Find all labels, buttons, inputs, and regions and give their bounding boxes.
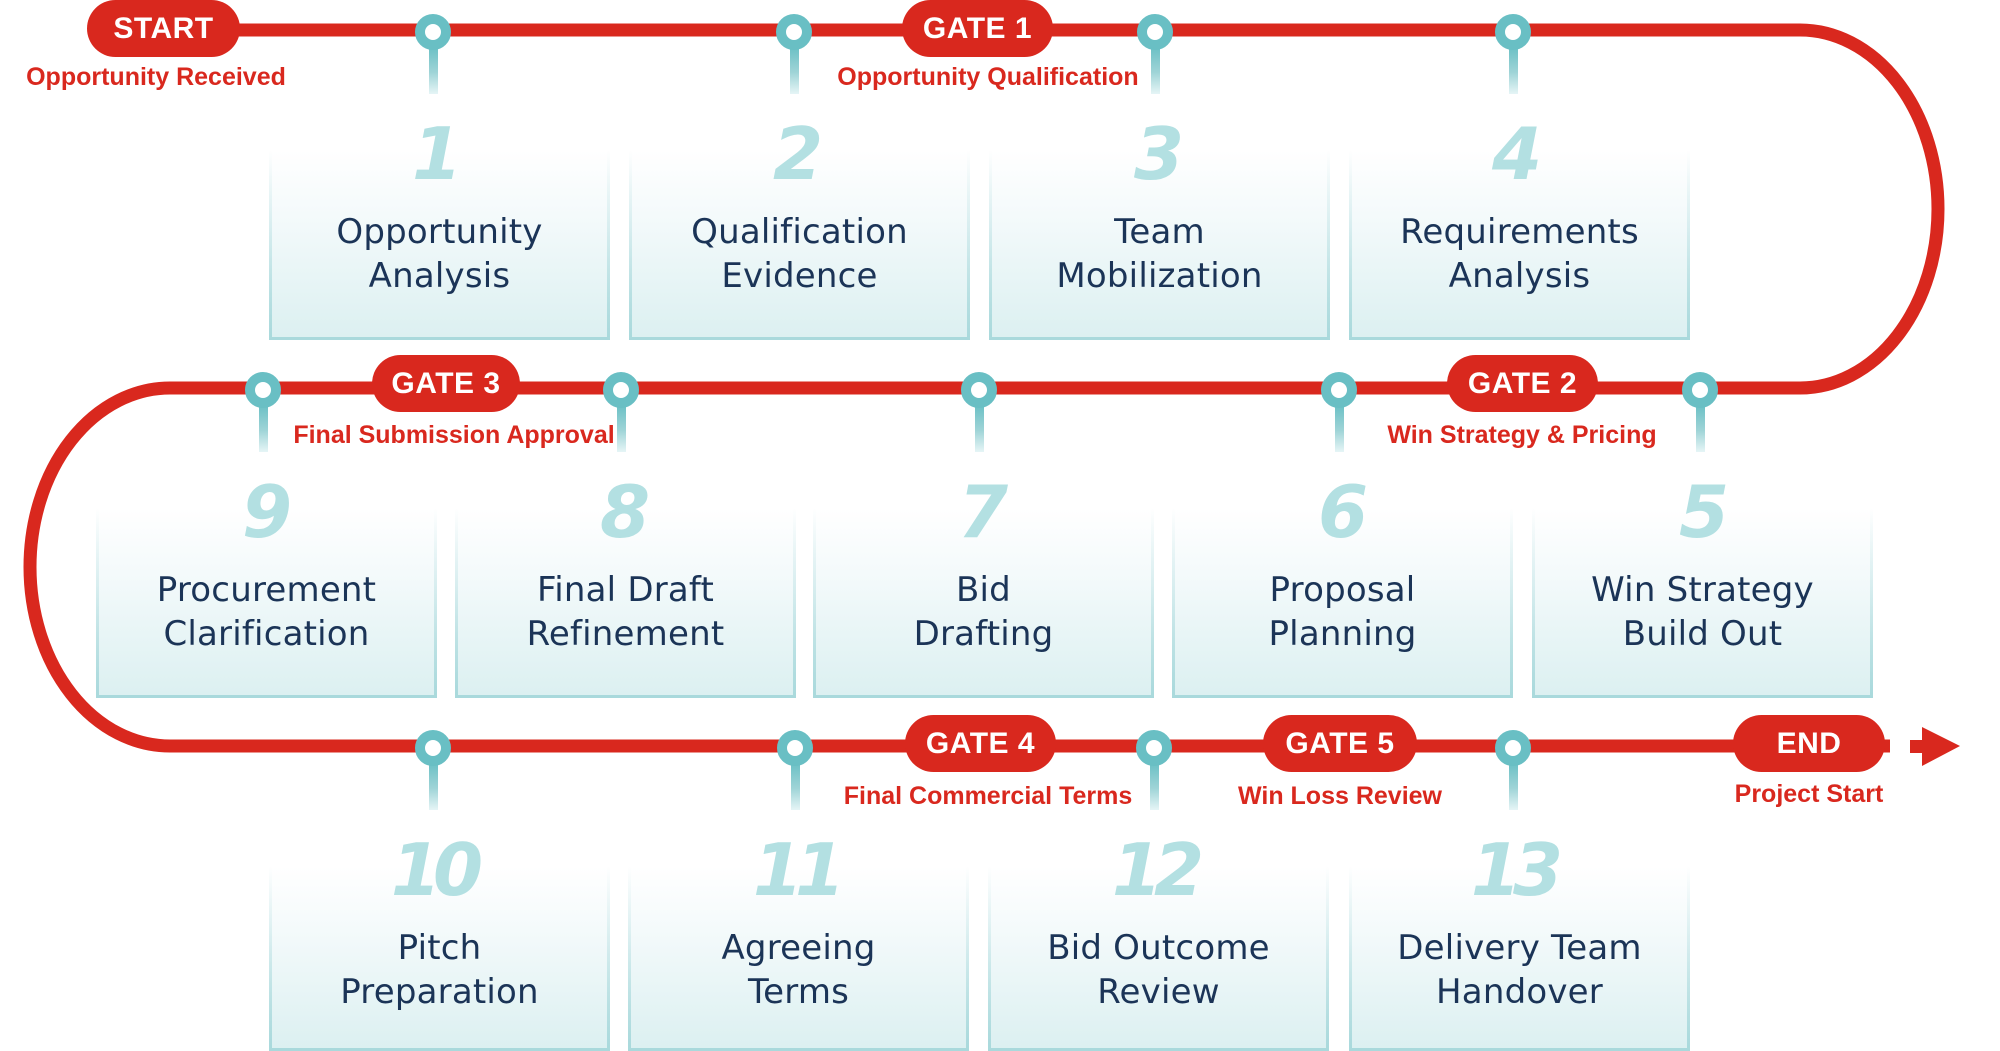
step-10-number: 10 xyxy=(390,828,483,912)
step-10-title-line1: Pitch xyxy=(397,928,482,968)
step-4-connector xyxy=(1508,46,1518,94)
step-8-number: 8 xyxy=(599,470,650,554)
step-6-number: 6 xyxy=(1317,470,1368,554)
end-arrow-icon xyxy=(1922,727,1960,766)
step-10-connector xyxy=(428,762,438,810)
step-1-title-line2: Analysis xyxy=(368,256,511,296)
step-8-title-line1: Final Draft xyxy=(536,570,715,610)
end-badge: END xyxy=(1733,715,1885,772)
step-9-connector xyxy=(258,404,268,452)
step-12-connector xyxy=(1149,762,1159,810)
step-9-node-icon xyxy=(245,372,281,408)
start-subtitle: Opportunity Received xyxy=(26,63,286,91)
step-11-title-line2: Terms xyxy=(747,972,850,1012)
step-11-title-line1: Agreeing xyxy=(721,928,876,968)
step-4-number: 4 xyxy=(1491,112,1542,196)
step-8-connector xyxy=(616,404,626,452)
step-8-node-icon xyxy=(603,372,639,408)
step-12-title-line2: Review xyxy=(1097,972,1220,1012)
step-2-node-icon xyxy=(776,14,812,50)
step-13-title-line2: Handover xyxy=(1436,972,1603,1012)
step-3-title-line1: Team xyxy=(1114,212,1205,252)
step-5-node-icon xyxy=(1682,372,1718,408)
step-7-connector xyxy=(974,404,984,452)
end-arrow-dash xyxy=(1910,740,1924,753)
step-12-number: 12 xyxy=(1111,828,1204,912)
step-7-title-line1: Bid xyxy=(956,570,1011,610)
gate-4-subtitle: Final Commercial Terms xyxy=(843,782,1133,810)
step-9-title-line1: Procurement xyxy=(156,570,377,610)
step-6-node-icon xyxy=(1321,372,1357,408)
step-3-number: 3 xyxy=(1133,112,1184,196)
gate-2-subtitle: Win Strategy & Pricing xyxy=(1387,421,1657,449)
step-6-title-line1: Proposal xyxy=(1269,570,1416,610)
step-10-node-icon xyxy=(415,730,451,766)
step-10-title-line2: Preparation xyxy=(340,972,539,1012)
gate-3-subtitle: Final Submission Approval xyxy=(293,421,615,449)
gate-3-badge: GATE 3 xyxy=(372,355,520,412)
step-3-title-line2: Mobilization xyxy=(1056,256,1263,296)
gate-4-badge: GATE 4 xyxy=(905,715,1056,772)
step-12-node-icon xyxy=(1136,730,1172,766)
step-7-title-line2: Drafting xyxy=(913,614,1054,654)
step-1-title-line1: Opportunity xyxy=(336,212,543,252)
step-1-connector xyxy=(428,46,438,94)
step-11-node-icon xyxy=(777,730,813,766)
step-9-number: 9 xyxy=(241,470,292,554)
step-1-node-icon xyxy=(415,14,451,50)
step-4-title-line1: Requirements xyxy=(1400,212,1639,252)
start-badge: START xyxy=(87,0,240,57)
step-13-node-icon xyxy=(1495,730,1531,766)
step-13-number: 13 xyxy=(1470,828,1563,912)
step-2-title-line2: Evidence xyxy=(721,256,878,296)
step-8-title-line2: Refinement xyxy=(526,614,725,654)
step-11-number: 11 xyxy=(752,828,845,912)
step-2-number: 2 xyxy=(772,112,823,196)
step-7-node-icon xyxy=(961,372,997,408)
gate-5-badge: GATE 5 xyxy=(1263,715,1417,772)
step-9-title-line2: Clarification xyxy=(163,614,370,654)
step-11-connector xyxy=(790,762,800,810)
step-3-node-icon xyxy=(1137,14,1173,50)
step-12-title-line1: Bid Outcome xyxy=(1047,928,1270,968)
step-5-title-line2: Build Out xyxy=(1622,614,1783,654)
step-6-title-line2: Planning xyxy=(1268,614,1417,654)
step-7-number: 7 xyxy=(957,470,1008,554)
gate-1-subtitle: Opportunity Qualification xyxy=(837,63,1139,91)
gate-2-badge: GATE 2 xyxy=(1447,355,1598,412)
step-13-title-line1: Delivery Team xyxy=(1397,928,1642,968)
step-5-title-line1: Win Strategy xyxy=(1591,570,1814,610)
step-6-connector xyxy=(1334,404,1344,452)
gate-5-subtitle: Win Loss Review xyxy=(1238,782,1442,810)
step-1-number: 1 xyxy=(411,112,462,196)
step-13-connector xyxy=(1508,762,1518,810)
step-5-connector xyxy=(1695,404,1705,452)
gate-1-badge: GATE 1 xyxy=(902,0,1053,57)
end-subtitle: Project Start xyxy=(1734,780,1884,808)
step-4-title-line2: Analysis xyxy=(1448,256,1591,296)
step-5-number: 5 xyxy=(1678,470,1729,554)
step-3-connector xyxy=(1150,46,1160,94)
step-2-connector xyxy=(789,46,799,94)
step-4-node-icon xyxy=(1495,14,1531,50)
step-2-title-line1: Qualification xyxy=(691,212,908,252)
